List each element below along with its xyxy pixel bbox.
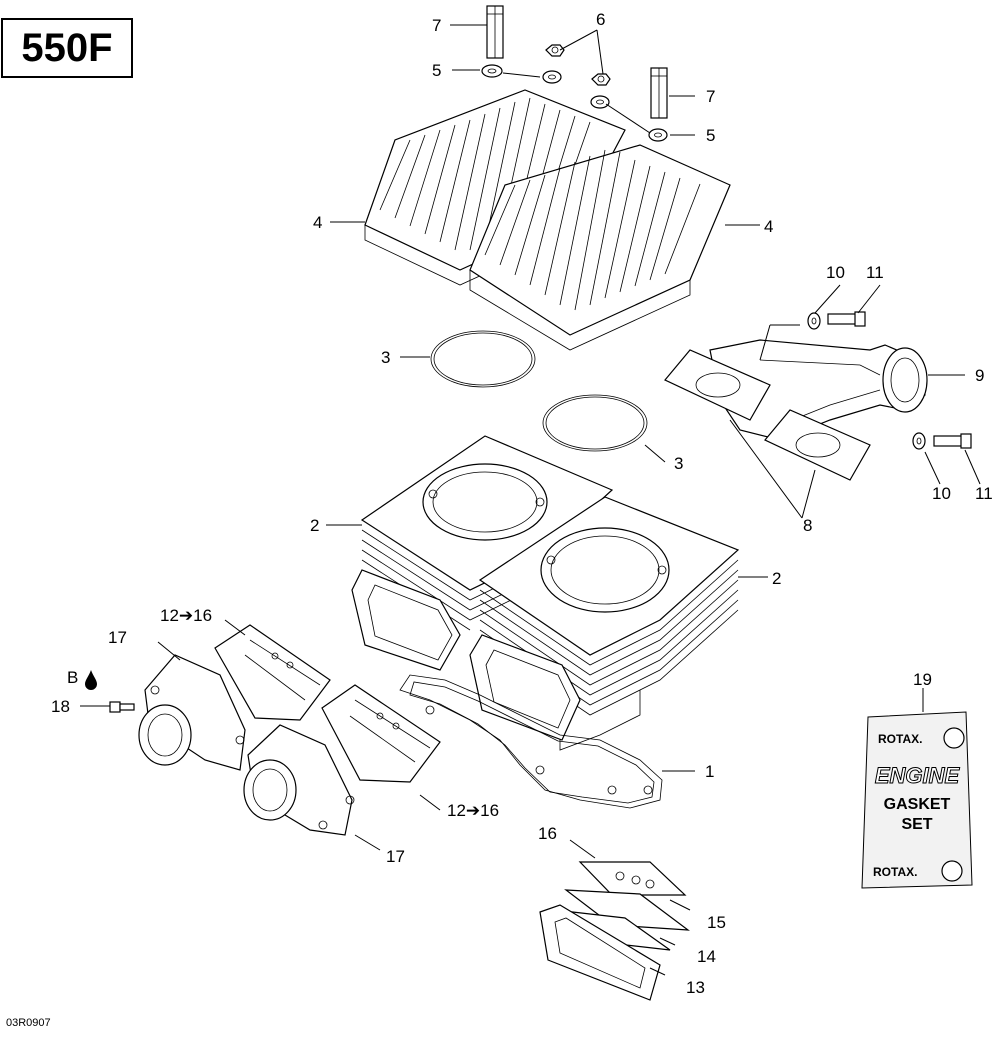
cylinder-front — [478, 496, 740, 751]
callout-17-top: 17 — [108, 628, 127, 647]
callout-2-right: 2 — [772, 569, 781, 588]
callout-B: B — [67, 668, 78, 687]
bolt-lower — [933, 433, 972, 449]
callout-15: 15 — [707, 913, 726, 932]
callout-5-right: 5 — [706, 126, 715, 145]
washer-1 — [481, 64, 503, 78]
reed-stop-16 — [578, 861, 687, 896]
gasket-set-line2: GASKET — [884, 796, 951, 813]
callout-14: 14 — [697, 947, 716, 966]
bolt-upper — [827, 311, 866, 327]
nut-right — [591, 73, 611, 86]
bolt-18 — [109, 701, 135, 713]
callout-9: 9 — [975, 366, 984, 385]
washer-lower — [912, 432, 926, 450]
rotax-brand-top: ROTAX. — [878, 732, 922, 746]
callout-11-top: 11 — [866, 263, 884, 282]
callout-7-top: 7 — [432, 16, 441, 35]
reed-block-13 — [539, 904, 661, 1001]
callout-1: 1 — [705, 762, 714, 781]
gasket-set-text: ROTAX. ENGINE GASKET SET ROTAX. — [873, 732, 961, 879]
o-ring-upper — [430, 330, 536, 388]
cylinder-intake-port-rear — [351, 569, 461, 671]
washer-3 — [590, 95, 610, 109]
base-gasket — [399, 674, 663, 809]
washer-upper — [807, 312, 821, 330]
exhaust-gasket-upper — [664, 349, 771, 421]
callout-12-16-top: 12➔16 — [160, 606, 212, 625]
callouts: 7 6 5 7 5 4 4 10 11 3 9 3 10 11 8 2 2 12… — [51, 10, 993, 997]
o-ring-lower — [542, 394, 648, 452]
callout-8: 8 — [803, 516, 812, 535]
callout-16: 16 — [538, 824, 557, 843]
intake-manifold-lower — [243, 724, 355, 836]
exhaust-gasket-lower — [764, 409, 871, 481]
nut-left — [545, 44, 565, 57]
callout-19: 19 — [913, 670, 932, 689]
gasket-set-line3: SET — [901, 816, 932, 833]
gasket-set-package — [861, 711, 973, 889]
stud-left — [486, 5, 504, 59]
reed-valve-lower — [321, 684, 441, 783]
callout-11-bottom: 11 — [975, 484, 993, 503]
callout-6: 6 — [596, 10, 605, 29]
reed-petal-15 — [564, 889, 690, 931]
washer-2 — [542, 70, 562, 84]
reed-valve-upper — [214, 624, 331, 721]
stud-right — [650, 67, 668, 119]
callout-3-left: 3 — [381, 348, 390, 367]
model-label-box: 550F — [1, 18, 133, 78]
callout-12-16-bottom: 12➔16 — [447, 801, 499, 820]
cylinder-rear — [360, 435, 614, 631]
gasket-set-line1: ENGINE — [875, 763, 961, 788]
document-code: 03R0907 — [6, 1017, 51, 1029]
callout-4-right: 4 — [764, 217, 773, 236]
model-label: 550F — [21, 26, 113, 70]
callout-4-left: 4 — [313, 213, 322, 232]
callout-10-bottom: 10 — [932, 484, 951, 503]
leader-lines — [80, 24, 981, 976]
rotax-brand-bottom: ROTAX. — [873, 865, 917, 879]
callout-2-left: 2 — [310, 516, 319, 535]
exhaust-manifold — [709, 339, 928, 441]
callout-10-top: 10 — [826, 263, 845, 282]
callout-18: 18 — [51, 697, 70, 716]
intake-manifold-upper — [138, 654, 246, 771]
callout-17-bottom: 17 — [386, 847, 405, 866]
callout-5-top: 5 — [432, 61, 441, 80]
callout-13: 13 — [686, 978, 705, 997]
callout-3-right: 3 — [674, 454, 683, 473]
callout-7-right: 7 — [706, 87, 715, 106]
cylinder-head-right — [469, 144, 731, 351]
washer-4 — [648, 128, 668, 142]
oil-drop-icon — [85, 670, 97, 690]
